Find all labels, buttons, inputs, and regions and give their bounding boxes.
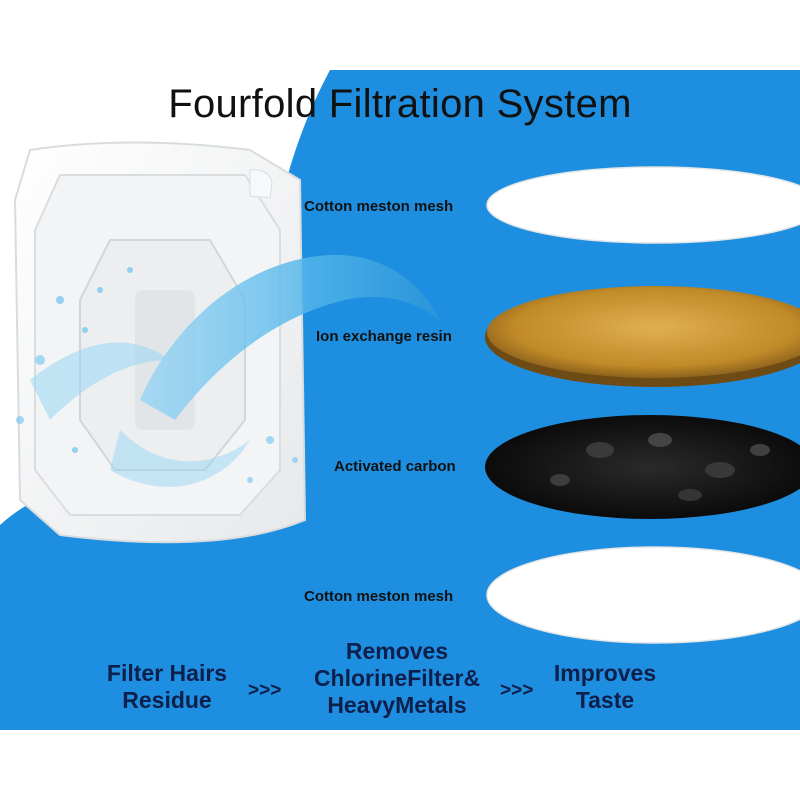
cotton-mesh-disc-top <box>486 166 800 244</box>
benefit-line: Taste <box>575 687 635 713</box>
resin-disc <box>485 286 800 387</box>
layer-label-cotton-bottom: Cotton meston mesh <box>304 588 454 605</box>
page-title: Fourfold Filtration System <box>168 82 632 126</box>
benefit-line: ChlorineFilter& <box>313 665 481 691</box>
benefit-removes-chlorine: Removes ChlorineFilter& HeavyMetals <box>302 638 492 719</box>
filter-cartridge <box>13 141 307 544</box>
carbon-disc <box>485 415 800 519</box>
benefit-line: Filter Hairs <box>106 660 228 686</box>
benefit-filter-hairs: Filter Hairs Residue <box>92 660 242 714</box>
arrow-separator: >>> <box>500 680 534 701</box>
layer-label-carbon: Activated carbon <box>334 458 456 475</box>
benefit-improves-taste: Improves Taste <box>540 660 670 714</box>
benefit-line: HeavyMetals <box>327 692 467 718</box>
benefit-line: Removes <box>345 638 449 664</box>
layer-label-cotton-top: Cotton meston mesh <box>304 198 454 215</box>
benefit-line: Improves <box>553 660 657 686</box>
water-splash <box>16 254 440 487</box>
cotton-mesh-disc-bottom <box>486 546 800 644</box>
layer-label-resin: Ion exchange resin <box>316 328 452 345</box>
benefit-line: Residue <box>122 687 212 713</box>
arrow-separator: >>> <box>248 680 282 701</box>
